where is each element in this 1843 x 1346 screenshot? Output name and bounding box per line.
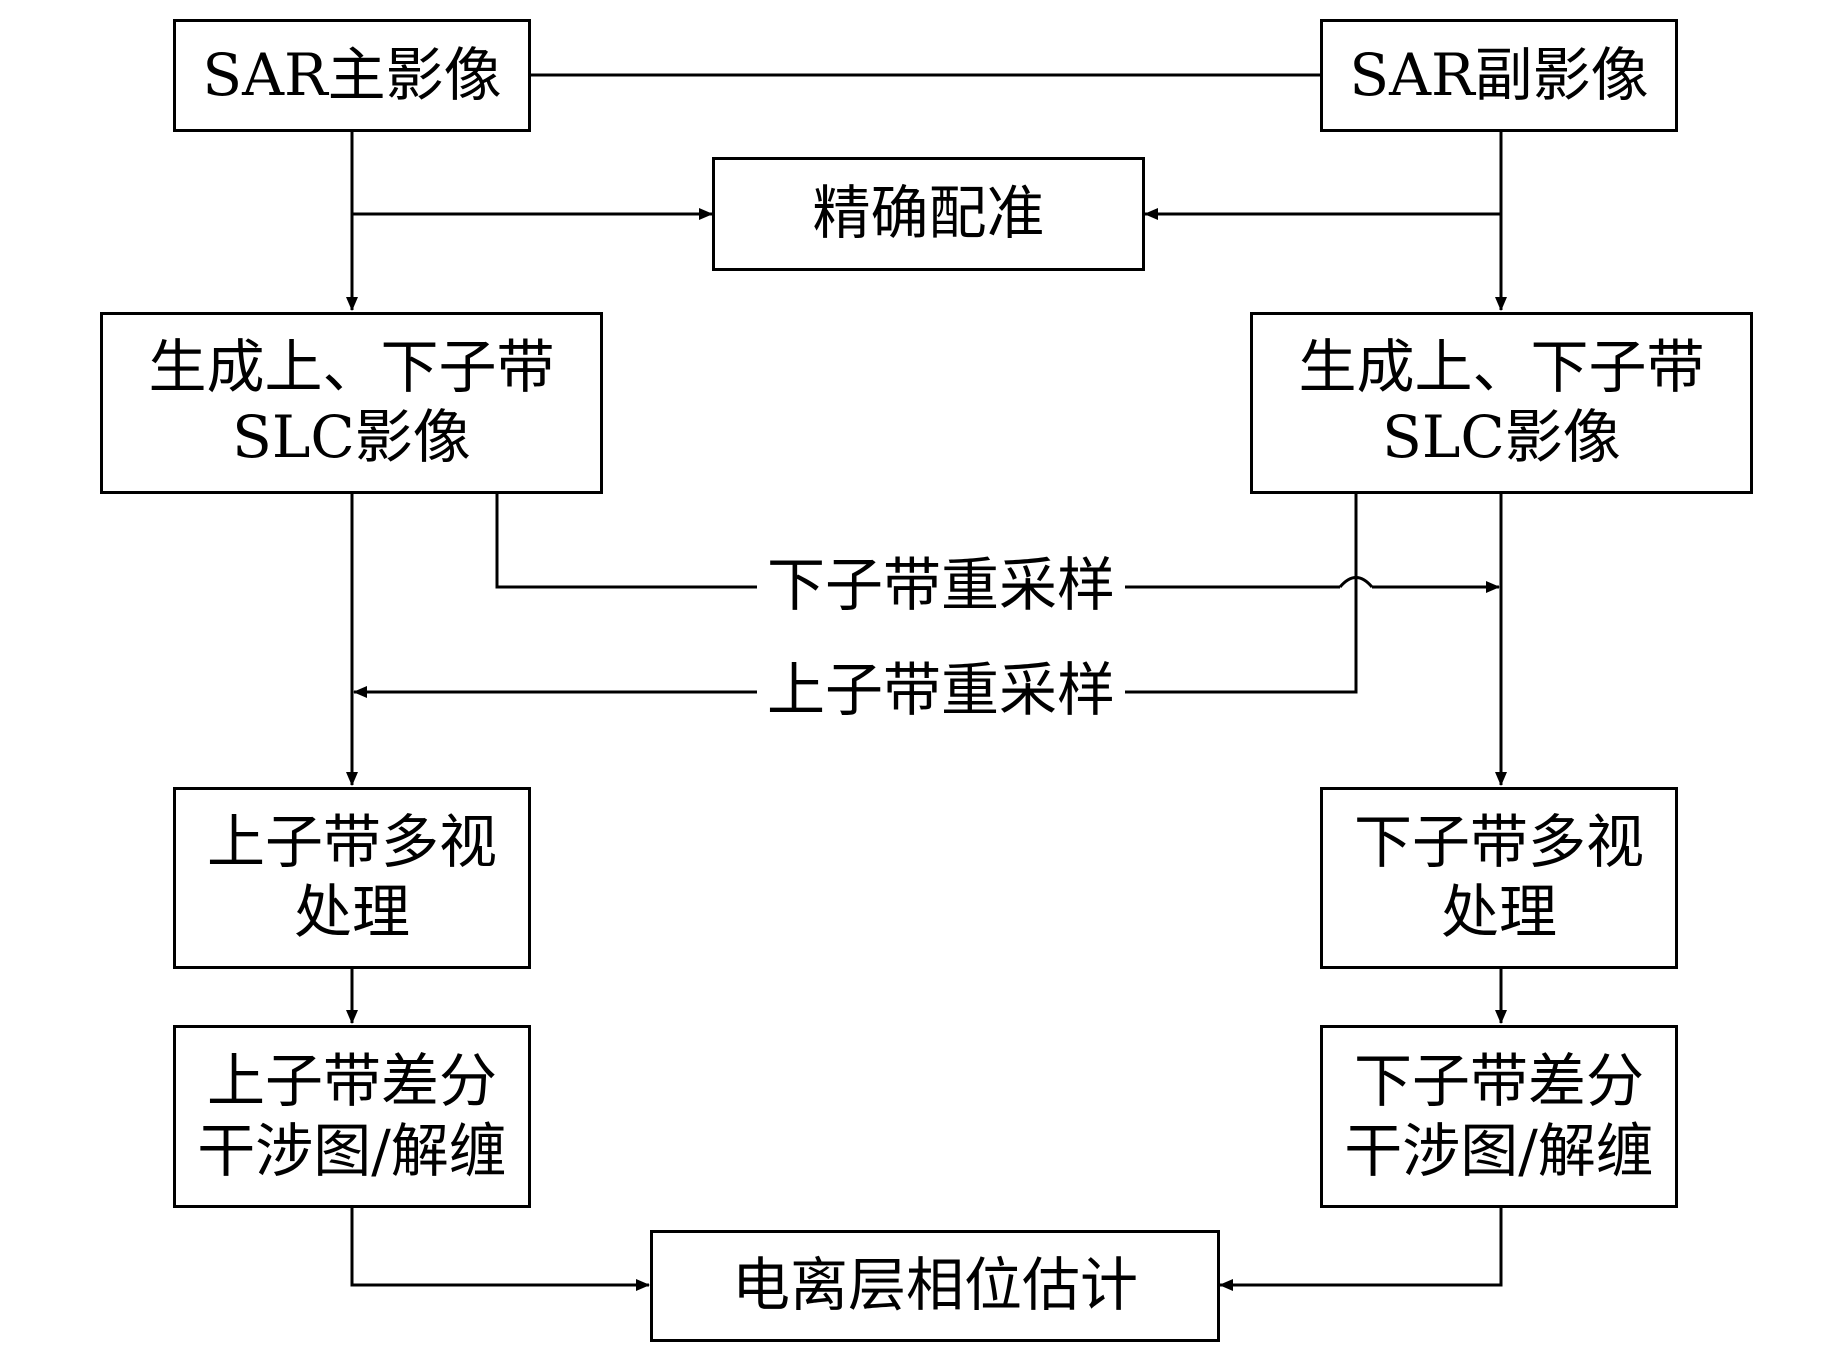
node-label: 电离层相位估计 <box>731 1251 1138 1320</box>
ifg-lower-to-iono-arrow <box>1219 1208 1503 1291</box>
upper-multilook-box: 上子带多视 处理 <box>173 787 531 969</box>
node-label: SAR主影像 <box>202 40 502 109</box>
coregistration-box: 精确配准 <box>712 157 1145 271</box>
node-label: 干涉图/解缠 <box>197 1116 507 1185</box>
node-label: 上子带差分 <box>206 1046 497 1115</box>
split-subband-left-box: 生成上、下子带 SLC影像 <box>100 312 603 494</box>
node-label: 干涉图/解缠 <box>1344 1116 1654 1185</box>
upper-interferogram-box: 上子带差分 干涉图/解缠 <box>173 1025 531 1208</box>
ifg-upper-to-iono-arrow <box>350 1208 650 1291</box>
node-label: SLC影像 <box>232 403 471 471</box>
node-label: SAR副影像 <box>1349 40 1649 109</box>
sar-slave-image-box: SAR副影像 <box>1320 19 1678 132</box>
split-subband-right-box: 生成上、下子带 SLC影像 <box>1250 312 1753 494</box>
node-label: 精确配准 <box>812 179 1045 248</box>
node-label: 处理 <box>1440 878 1557 946</box>
node-label: SLC影像 <box>1382 403 1621 471</box>
node-label: 处理 <box>293 878 410 946</box>
upper-resample-label: 上子带重采样 <box>757 661 1126 719</box>
node-label: 生成上、下子带 <box>1298 333 1705 402</box>
lower-interferogram-box: 下子带差分 干涉图/解缠 <box>1320 1025 1678 1208</box>
node-label: 下子带多视 <box>1353 808 1644 877</box>
node-label: 生成上、下子带 <box>148 333 555 402</box>
sar-master-image-box: SAR主影像 <box>173 19 531 132</box>
lower-multilook-box: 下子带多视 处理 <box>1320 787 1678 969</box>
node-label: 上子带多视 <box>206 808 497 877</box>
node-label: 下子带差分 <box>1353 1046 1644 1115</box>
ionosphere-phase-box: 电离层相位估计 <box>650 1230 1220 1342</box>
upper-resample-arrow <box>353 494 1358 698</box>
lower-resample-label: 下子带重采样 <box>757 556 1126 614</box>
